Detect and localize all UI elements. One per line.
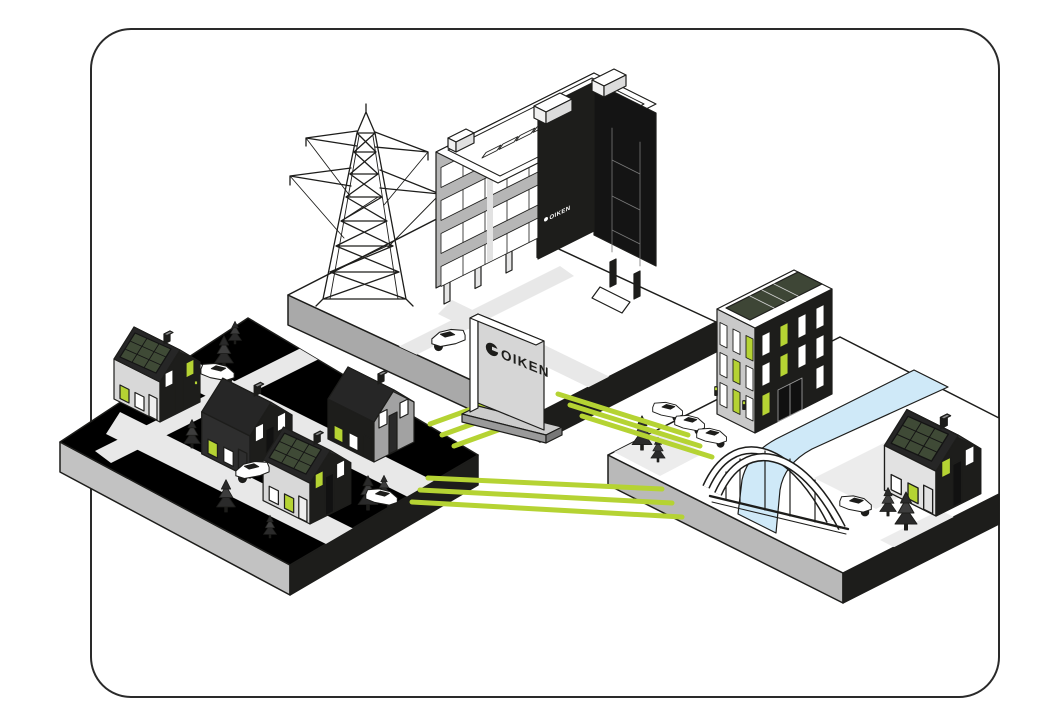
- energy-line: [567, 402, 703, 449]
- platform-right: [607, 336, 1000, 604]
- oiken-sign: OIKEN: [461, 313, 563, 444]
- energy-line: [555, 391, 691, 438]
- power-pylon: [289, 103, 441, 307]
- energy-line: [417, 487, 675, 506]
- charging-station: [194, 380, 198, 390]
- energy-lines-bottom-group: [409, 475, 685, 520]
- office-building: OIKEN: [435, 68, 657, 314]
- office-logo-icon: [544, 217, 548, 222]
- energy-line: [409, 499, 685, 520]
- office-tower-side: [593, 81, 657, 267]
- arch-bridge: [702, 446, 850, 535]
- sign-board-side: [469, 313, 479, 413]
- charging-station: [714, 386, 718, 396]
- apartment-building: [716, 269, 833, 434]
- river: [737, 369, 949, 534]
- sign-base-side: [545, 426, 563, 444]
- office-canopy: [591, 286, 631, 314]
- energy-line: [425, 475, 665, 492]
- energy-line: [579, 413, 715, 460]
- sign-board-top: [469, 313, 545, 346]
- charging-station: [742, 400, 746, 410]
- energy-lines-right-group: [555, 391, 715, 460]
